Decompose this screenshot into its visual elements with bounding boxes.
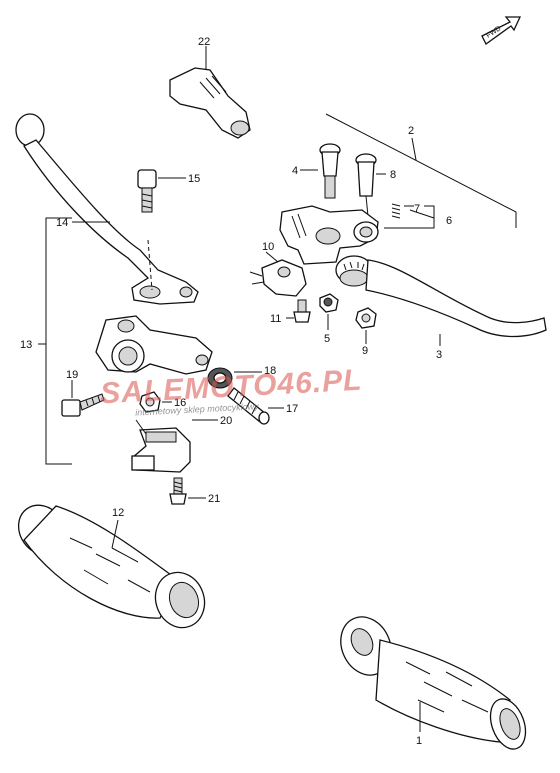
part-12-left-grip xyxy=(17,504,206,629)
callout-8: 8 xyxy=(390,169,396,181)
callout-21: 21 xyxy=(208,493,220,505)
callout-13: 13 xyxy=(20,339,32,351)
part-3-brake-lever xyxy=(335,255,547,338)
callout-7: 7 xyxy=(414,203,420,215)
callout-17: 17 xyxy=(286,403,298,415)
callout-15: 15 xyxy=(188,173,200,185)
callout-11: 11 xyxy=(270,313,281,325)
callout-22: 22 xyxy=(198,36,210,48)
part-17-adjuster xyxy=(227,387,270,425)
callout-6: 6 xyxy=(446,215,452,227)
fwd-arrow-icon: FWD xyxy=(481,16,522,45)
callout-10: 10 xyxy=(262,241,274,253)
master-cylinder xyxy=(279,205,379,265)
part-22-switch xyxy=(169,46,251,139)
part-21-screw xyxy=(169,477,187,505)
callout-4: 4 xyxy=(292,165,298,177)
callout-14: 14 xyxy=(56,217,68,229)
watermark: SALEMOTO46.PL internetowy sklep motocykl… xyxy=(99,364,363,418)
part-19-bolt xyxy=(61,393,105,417)
part-7-spring xyxy=(391,203,401,219)
callout-20: 20 xyxy=(220,415,232,427)
part-9-nut xyxy=(355,307,377,329)
part-16-nut xyxy=(139,391,161,413)
callout-3: 3 xyxy=(436,349,442,361)
part-14-clutch-lever xyxy=(15,113,199,305)
callout-18: 18 xyxy=(264,365,276,377)
part-20-switch xyxy=(131,419,191,473)
part-11-screw xyxy=(293,299,311,323)
part-1-right-grip xyxy=(340,616,527,750)
part-4-pivot-bolt xyxy=(319,143,341,199)
callout-12: 12 xyxy=(112,507,124,519)
callout-9: 9 xyxy=(362,345,368,357)
part-18-nut xyxy=(207,367,233,389)
part-10-switch xyxy=(249,259,307,297)
callout-1: 1 xyxy=(416,735,422,747)
callout-2: 2 xyxy=(408,125,414,137)
part-8-pin xyxy=(355,153,377,217)
callout-19: 19 xyxy=(66,369,78,381)
part-5-nut xyxy=(319,293,339,313)
clutch-perch xyxy=(95,315,213,375)
callout-5: 5 xyxy=(324,333,330,345)
part-15-bolt xyxy=(137,169,157,213)
callout-16: 16 xyxy=(174,397,186,409)
